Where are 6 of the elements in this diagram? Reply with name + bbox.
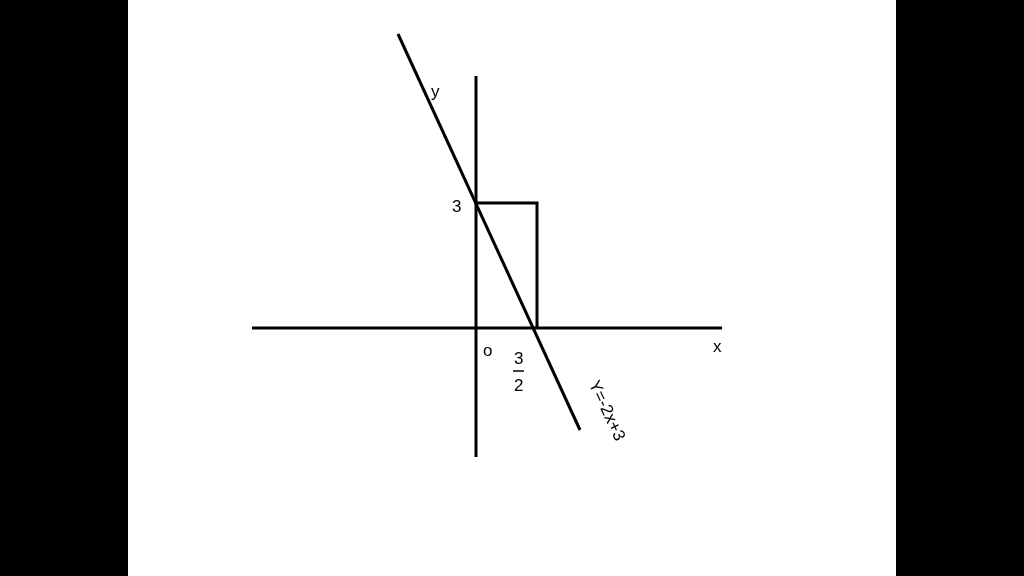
axis-label: y (431, 83, 440, 100)
origin-label: o (483, 342, 493, 359)
tick-label: 3 (452, 198, 462, 215)
fraction-denominator: 2 (514, 377, 524, 394)
fraction-numerator: 3 (514, 350, 524, 367)
axis-label: x (713, 338, 722, 355)
